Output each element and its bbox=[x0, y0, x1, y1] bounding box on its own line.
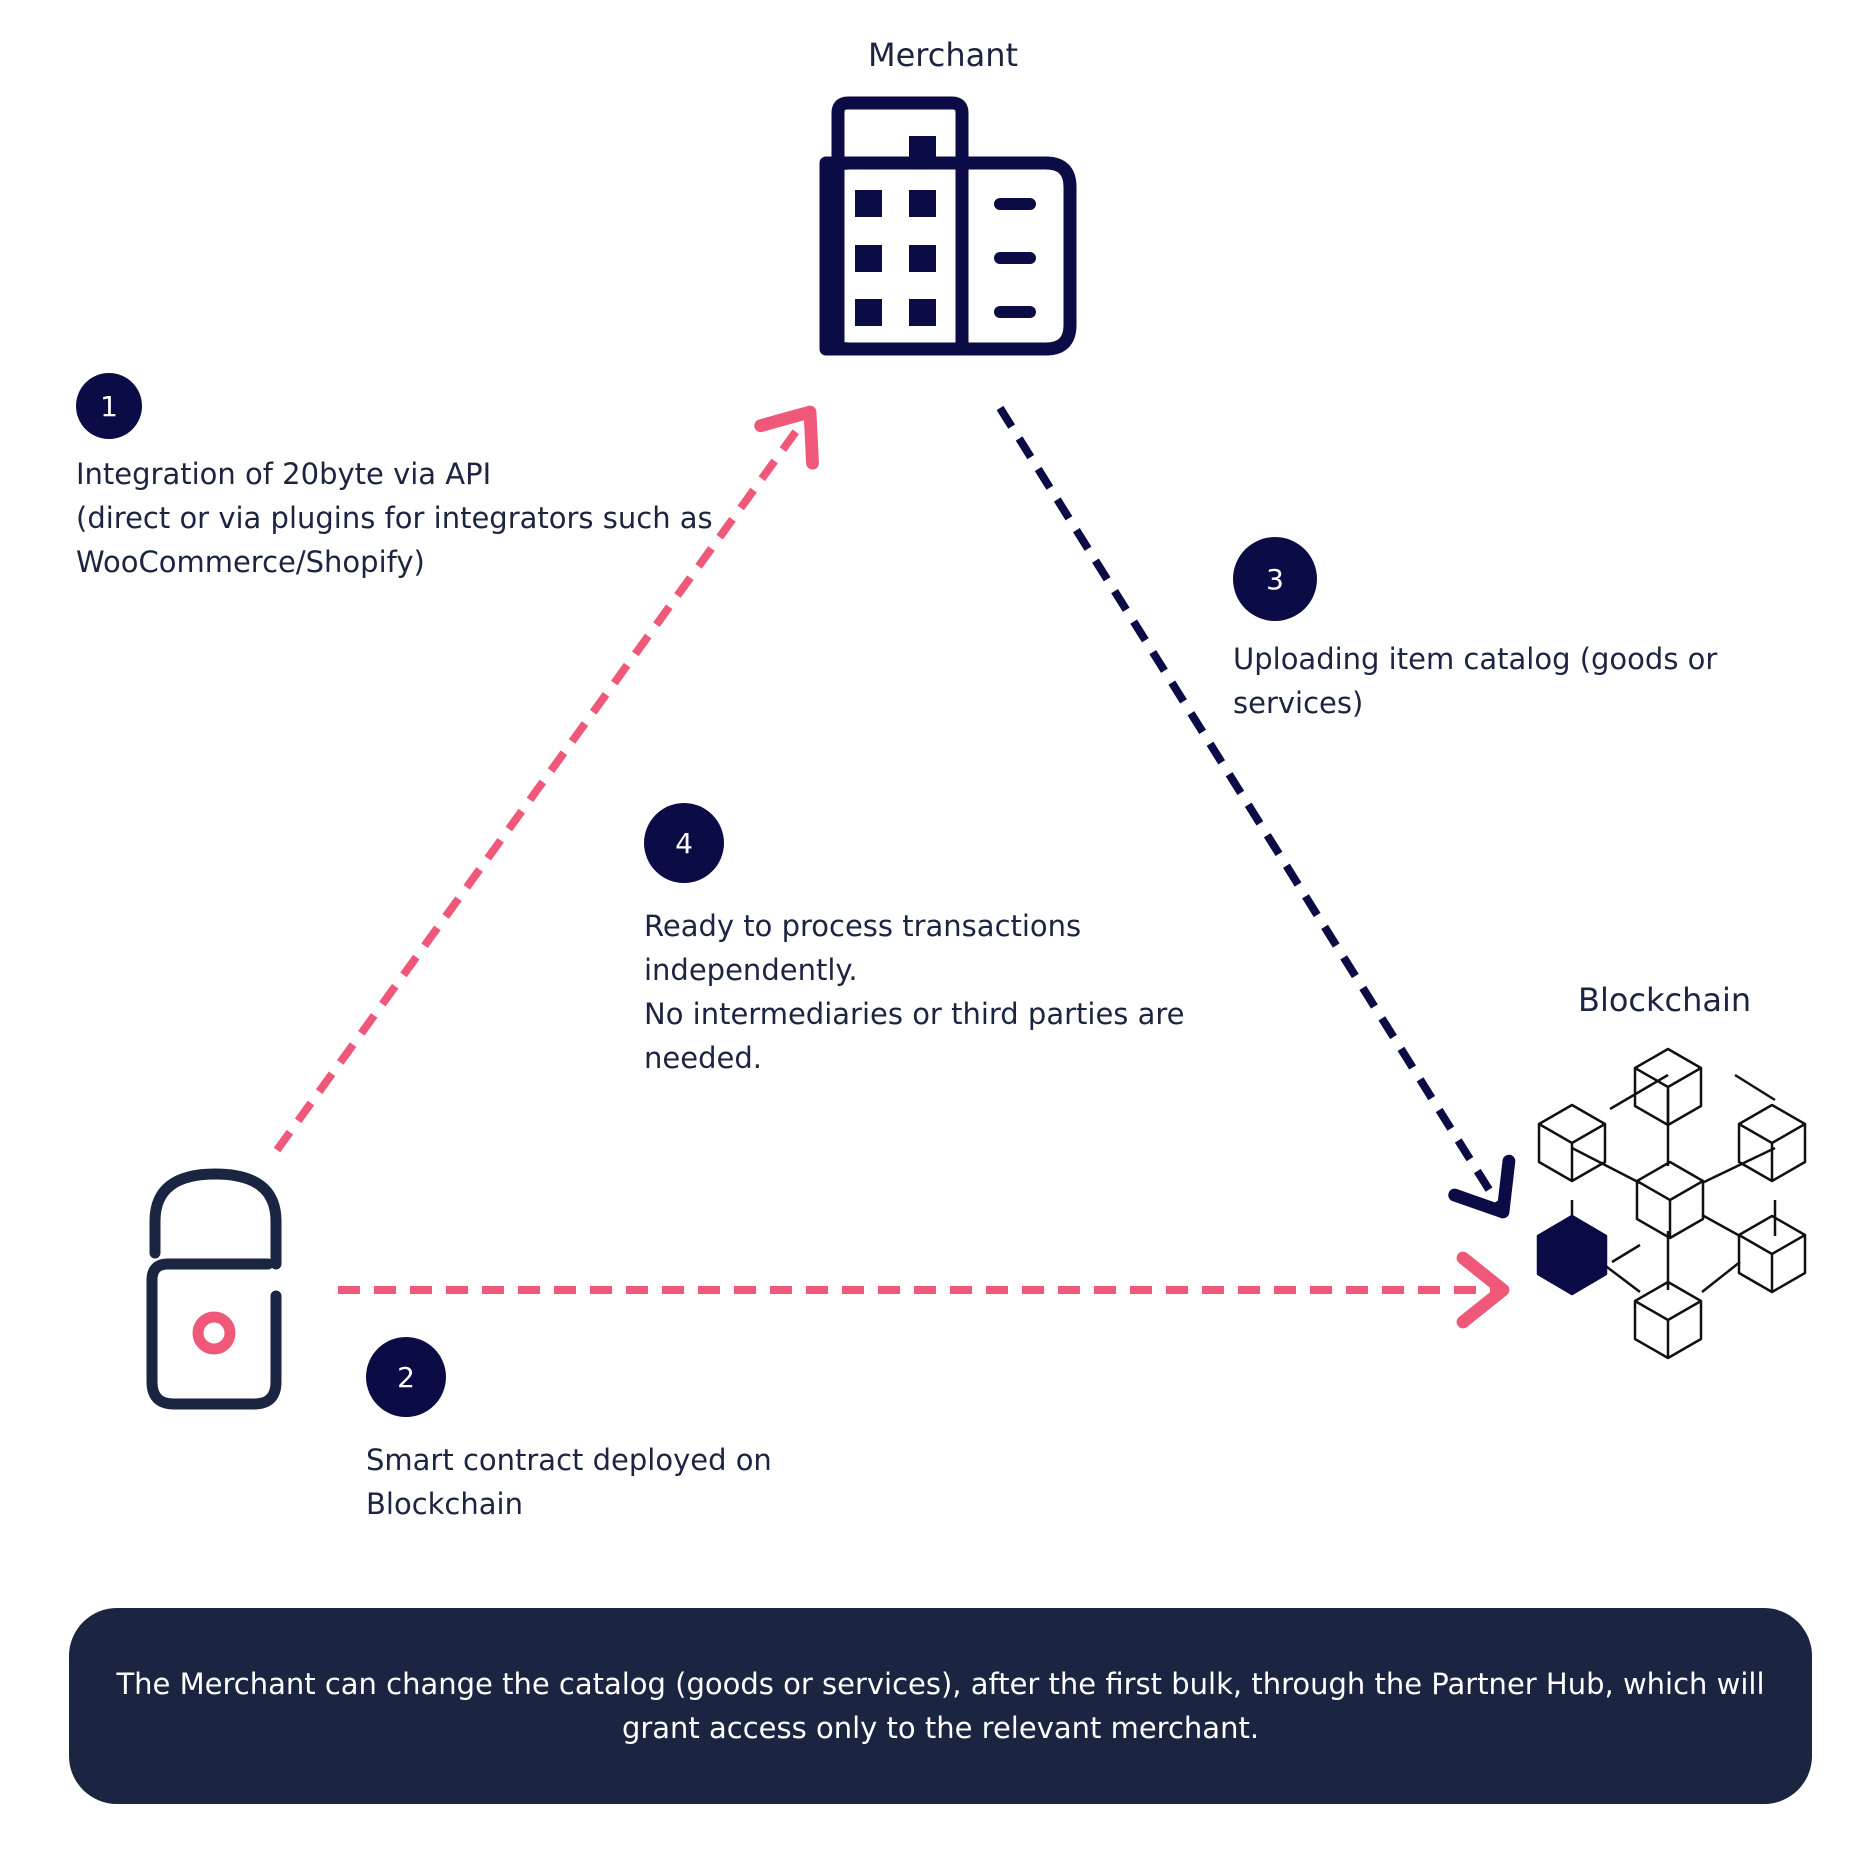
step-1-line: Integration of 20byte via API bbox=[76, 457, 492, 491]
step-1-line: WooCommerce/Shopify) bbox=[76, 545, 425, 579]
step-2-line: Smart contract deployed on bbox=[366, 1443, 772, 1477]
catalog-note-text: The Merchant can change the catalog (goo… bbox=[116, 1667, 1765, 1745]
step-4-line: independently. bbox=[644, 953, 858, 987]
step-1-badge: 1 bbox=[76, 373, 142, 439]
step-4-line: Ready to process transactions bbox=[644, 909, 1082, 943]
blockchain-cube bbox=[1633, 1047, 1703, 1127]
step-4-line: No intermediaries or third parties are bbox=[644, 997, 1185, 1031]
blockchain-title: Blockchain bbox=[1578, 981, 1752, 1019]
blockchain-cube bbox=[1537, 1103, 1607, 1183]
arrow-step-1 bbox=[273, 405, 819, 1153]
blockchain-cube bbox=[1737, 1103, 1807, 1183]
merchant-title: Merchant bbox=[868, 36, 1019, 74]
step-3-badge: 3 bbox=[1233, 537, 1317, 621]
blockchain-network-icon bbox=[1536, 1047, 1807, 1360]
step-3-line: Uploading item catalog (goods or bbox=[1233, 642, 1718, 676]
step-1-line: (direct or via plugins for integrators s… bbox=[76, 501, 713, 535]
step-3-line: services) bbox=[1233, 686, 1364, 720]
arrow-step-3 bbox=[996, 405, 1516, 1219]
blockchain-cube bbox=[1633, 1280, 1703, 1360]
blockchain-cube bbox=[1635, 1160, 1705, 1240]
step-4-badge: 4 bbox=[644, 803, 724, 883]
step-2-badge: 2 bbox=[366, 1337, 446, 1417]
step-2-line: Blockchain bbox=[366, 1487, 523, 1521]
blockchain-cube bbox=[1737, 1214, 1807, 1294]
step-4-line: needed. bbox=[644, 1041, 762, 1075]
blockchain-filled-hexagon bbox=[1536, 1214, 1608, 1296]
office-building-icon bbox=[819, 96, 1077, 356]
open-padlock-icon bbox=[146, 1168, 282, 1410]
catalog-note-box: The Merchant can change the catalog (goo… bbox=[69, 1608, 1812, 1804]
